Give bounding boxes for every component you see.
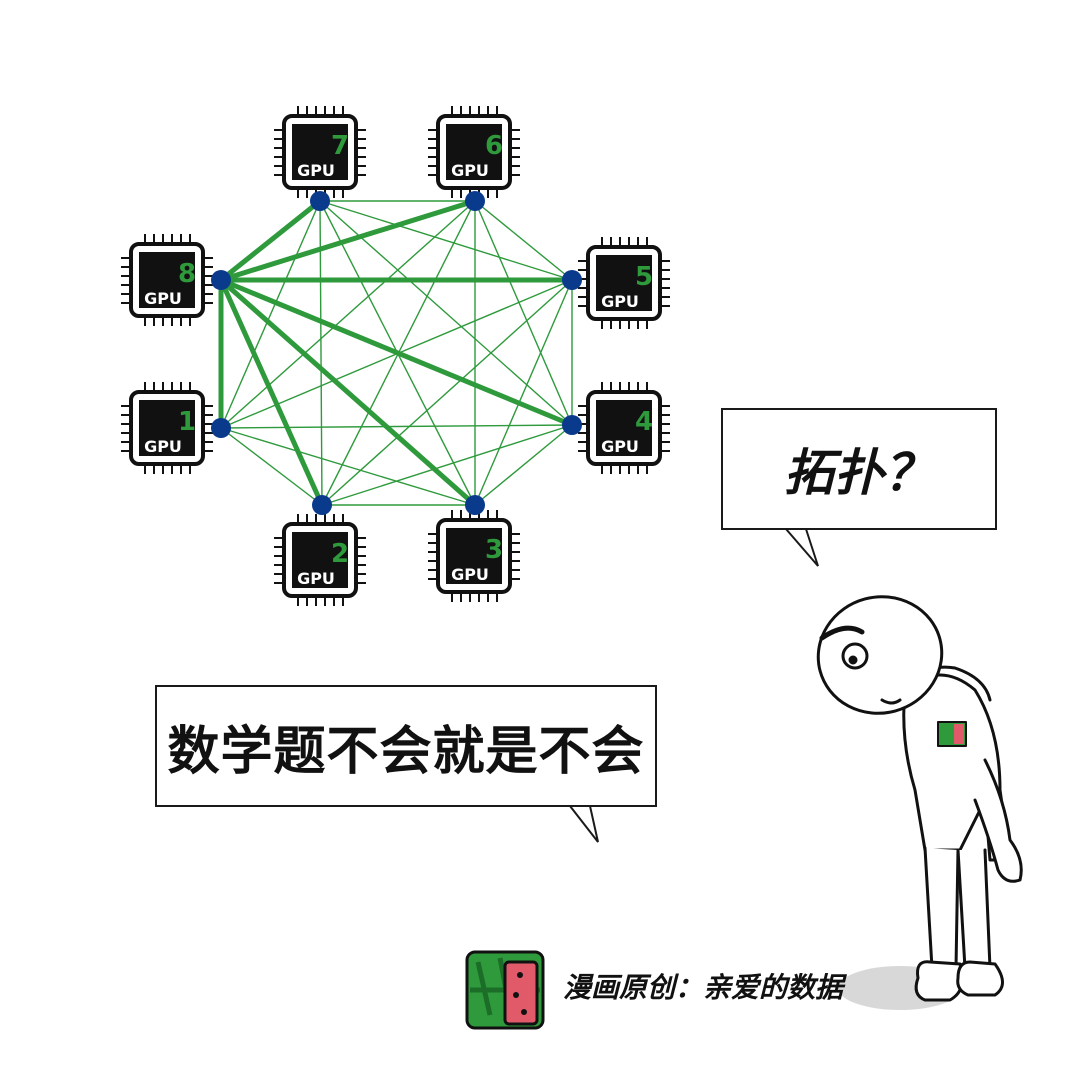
chip-die (446, 528, 502, 584)
gpu-label: GPU (451, 565, 489, 584)
right-leg (956, 848, 992, 970)
highlight-link-8-7 (219, 199, 322, 282)
highlight-link-8-3 (219, 278, 477, 507)
mesh-link-3-4 (474, 424, 573, 506)
highlight-link-8-4 (220, 277, 573, 428)
mesh-link-1-7 (220, 200, 321, 429)
gpu-label: GPU (144, 437, 182, 456)
gpu-number: 6 (485, 131, 503, 161)
highlight-link-8-2 (218, 278, 325, 507)
pupil (848, 655, 858, 665)
mesh-link-1-6 (220, 200, 476, 429)
gpu-topology-links (218, 198, 573, 507)
topology-speech-bubble: 拓扑？ (721, 408, 997, 530)
connection-node-5 (562, 270, 582, 290)
highlight-link-8-6 (220, 198, 476, 283)
mouth (880, 698, 902, 705)
gpu-label: GPU (297, 569, 335, 588)
chip-die (292, 124, 348, 180)
mesh-link-4-7 (319, 200, 573, 426)
gpu-label: GPU (601, 292, 639, 311)
mesh-link-2-4 (321, 424, 573, 506)
gpu-label: GPU (297, 161, 335, 180)
gpu-number: 2 (331, 539, 349, 569)
mesh-link-1-4 (220, 424, 573, 429)
gpu-number: 1 (178, 407, 196, 437)
chip-die (139, 400, 195, 456)
chip-die (292, 532, 348, 588)
gpu-number: 4 (635, 407, 653, 437)
chip-die (596, 400, 652, 456)
connection-node-1 (211, 418, 231, 438)
chip-die (446, 124, 502, 180)
mesh-link-5-7 (319, 200, 573, 281)
gpu-number: 5 (635, 262, 653, 292)
right-shoe (956, 960, 1004, 997)
shirt-logo-flesh (954, 724, 964, 744)
topology-speech-text: 拓扑？ (784, 444, 934, 502)
hanging-arm (973, 758, 1023, 883)
gpu-label: GPU (451, 161, 489, 180)
math-speech-text: 数学题不会就是不会 (167, 721, 645, 782)
gpu-number: 7 (331, 131, 349, 161)
mesh-link-5-6 (474, 200, 573, 281)
mesh-link-3-5 (474, 279, 573, 506)
gpu-label: GPU (601, 437, 639, 456)
gpu-number: 8 (178, 259, 196, 289)
mesh-link-4-6 (474, 200, 573, 426)
gpu-label: GPU (144, 289, 182, 308)
connection-node-7 (310, 191, 330, 211)
mesh-link-1-2 (220, 427, 323, 506)
connection-node-8 (211, 270, 231, 290)
topology-bubble-tail (785, 528, 819, 567)
connection-node-6 (465, 191, 485, 211)
left-shoe (914, 960, 964, 1002)
comic-credit: 漫画原创：亲爱的数据 (563, 971, 844, 1004)
mesh-link-2-5 (321, 279, 573, 506)
connection-node-4 (562, 415, 582, 435)
chip-die (596, 255, 652, 311)
gpu-number: 3 (485, 535, 503, 565)
math-bubble-tail (569, 805, 599, 843)
math-speech-bubble: 数学题不会就是不会 (155, 685, 657, 807)
stick-figure-character (816, 595, 1023, 1010)
eyebrow (819, 625, 865, 641)
hoodie-body (902, 673, 1012, 862)
left-leg (923, 846, 960, 970)
connection-node-3 (465, 495, 485, 515)
chip-die (139, 252, 195, 308)
watermelon-cube-icon (465, 950, 545, 1030)
connection-node-2 (312, 495, 332, 515)
gpu-connection-nodes (211, 191, 582, 515)
mesh-link-1-3 (220, 427, 476, 506)
